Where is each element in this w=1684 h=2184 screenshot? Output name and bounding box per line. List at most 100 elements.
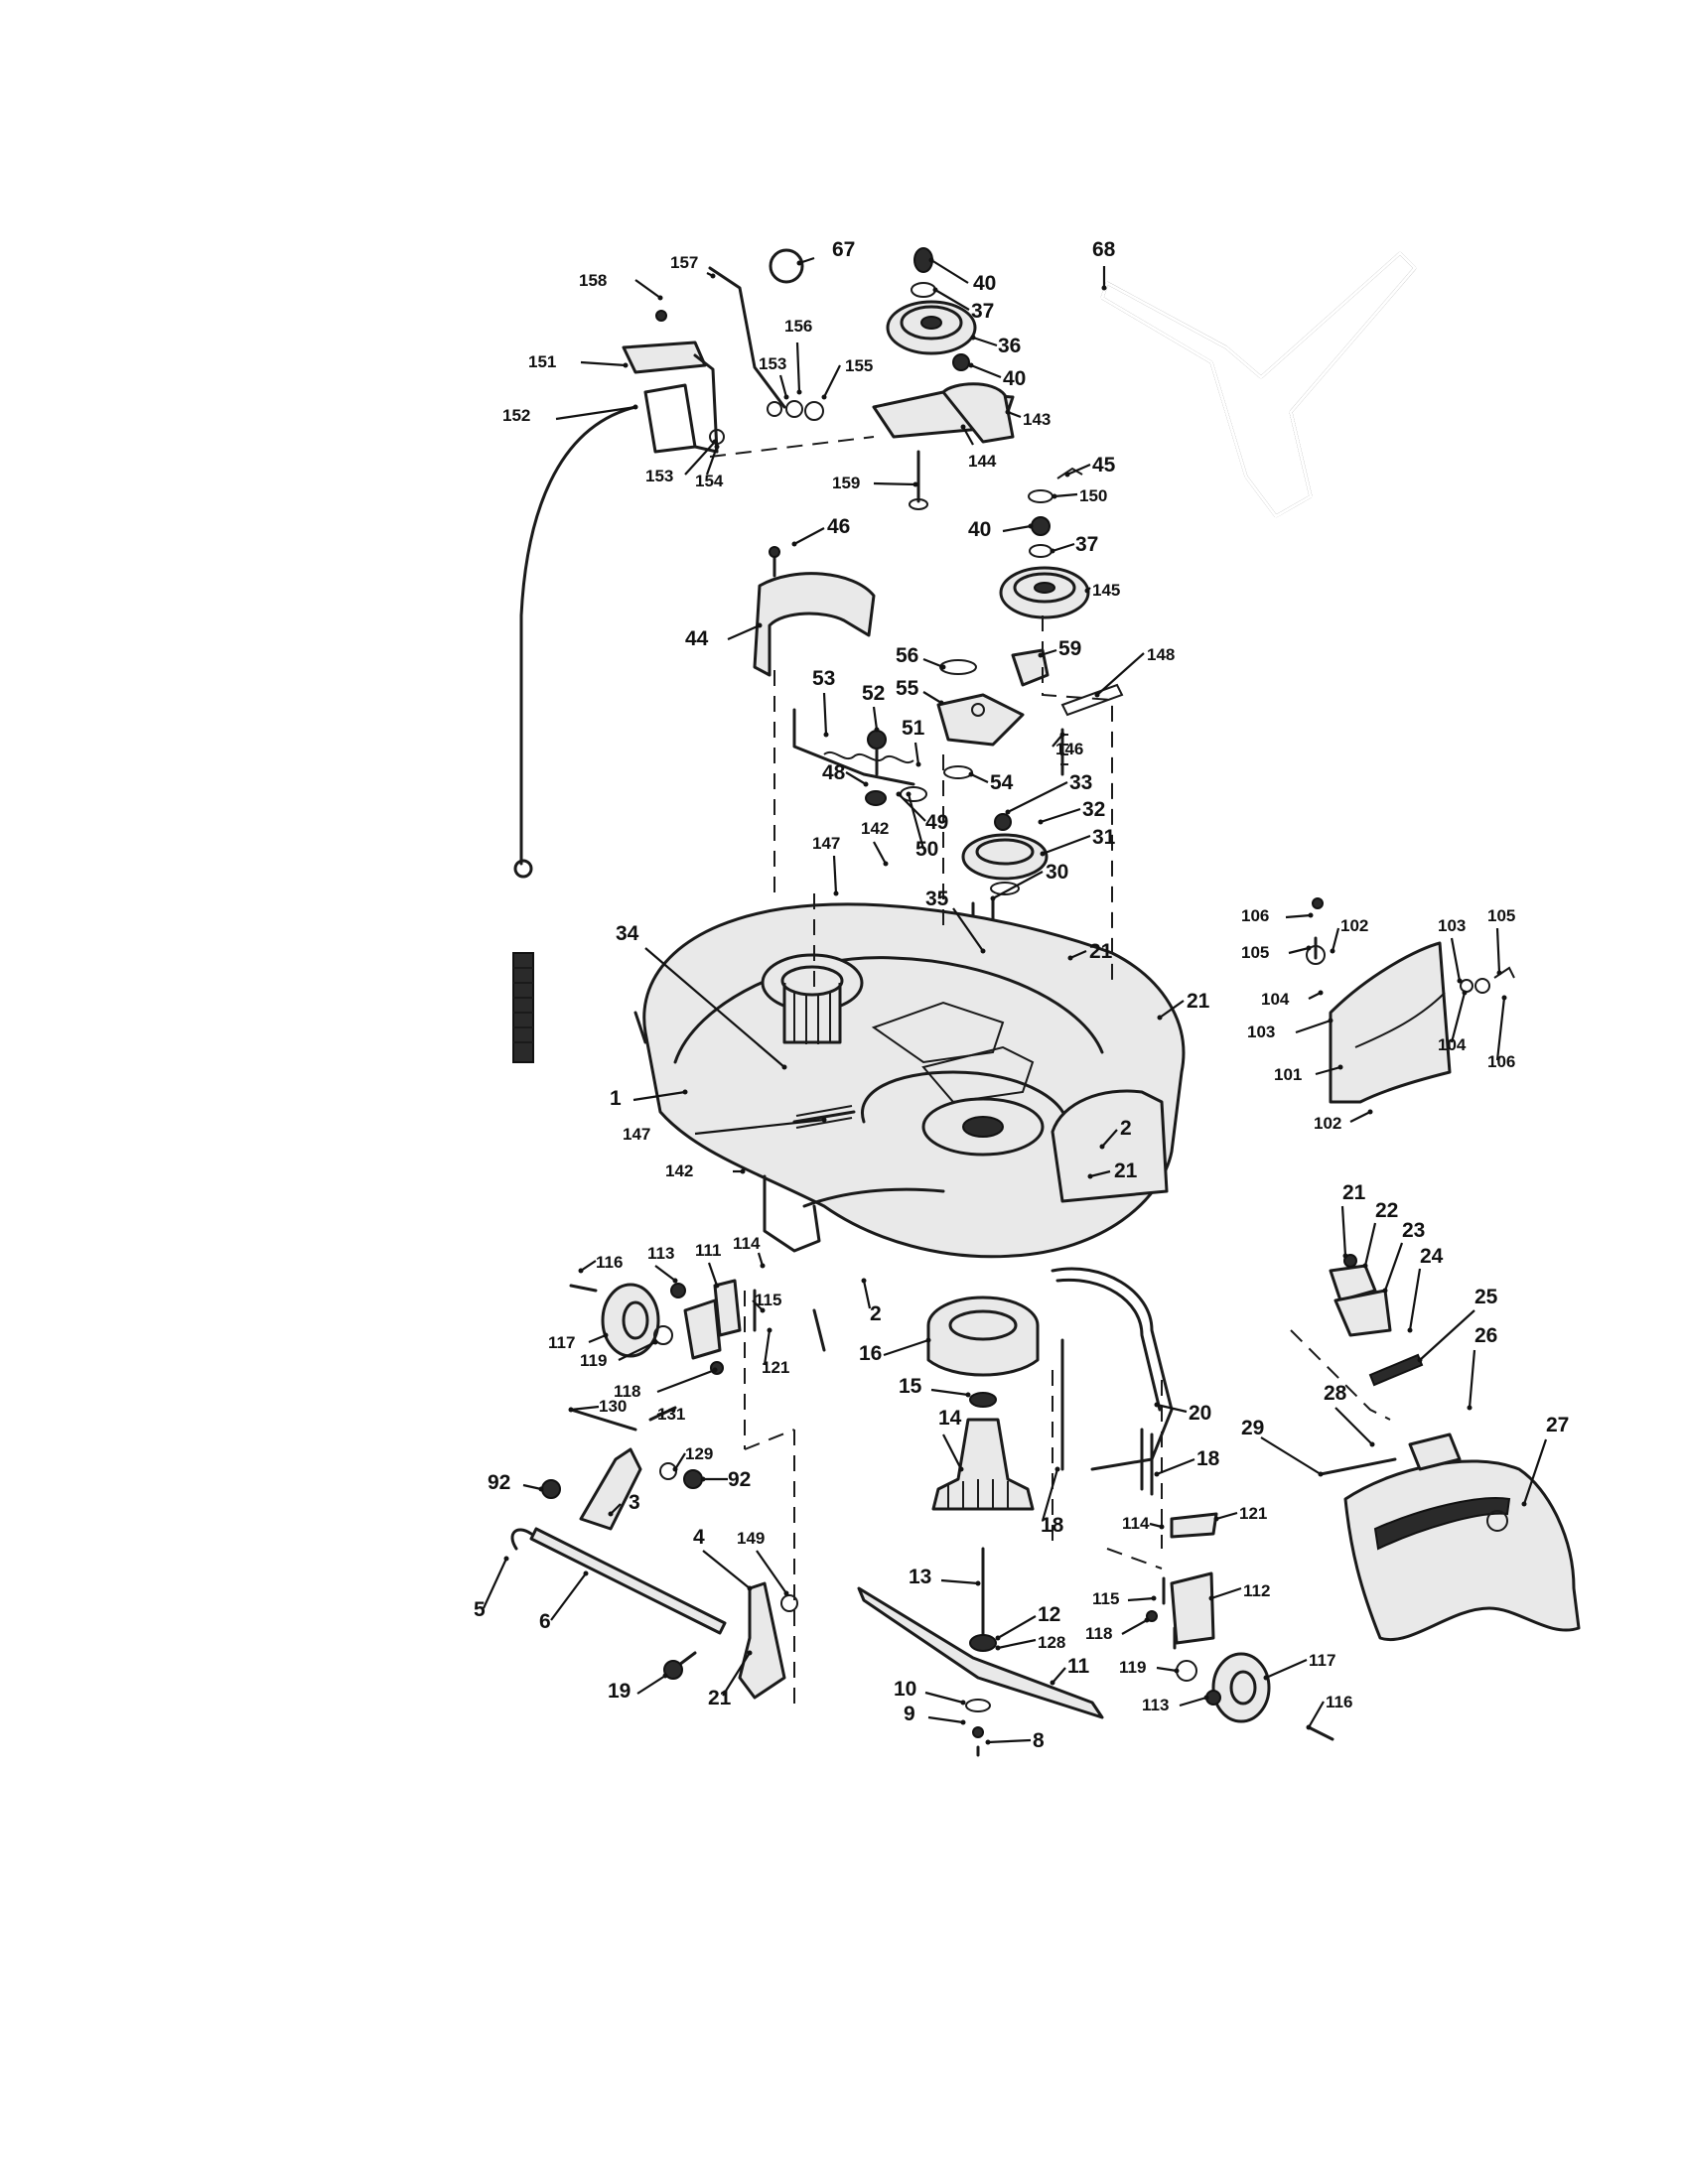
leader-point <box>1028 523 1034 529</box>
callout-number: 155 <box>845 356 873 375</box>
leader-point <box>1144 1617 1150 1623</box>
leader-line <box>1349 1111 1371 1123</box>
callout-151: 151 <box>528 352 629 371</box>
callout-45: 45 <box>1064 454 1116 478</box>
leader-point <box>975 1580 981 1586</box>
leader-line <box>674 1452 686 1470</box>
callout-number: 128 <box>1038 1633 1065 1652</box>
callout-number: 54 <box>990 771 1014 794</box>
callout-49: 49 <box>896 791 948 834</box>
callout-number: 118 <box>614 1382 640 1401</box>
leader-line <box>992 871 1044 899</box>
callout-number: 121 <box>1239 1504 1267 1523</box>
leader-line <box>1315 1065 1341 1076</box>
leader-line <box>702 1550 751 1589</box>
callout-29: 29 <box>1241 1417 1324 1477</box>
leader-line <box>1156 1403 1188 1414</box>
callout-number: 112 <box>1243 1581 1270 1600</box>
leader-point <box>608 1511 614 1517</box>
callout-number: 111 <box>695 1241 722 1260</box>
leader-point <box>938 700 944 706</box>
callout-number: 101 <box>1274 1065 1302 1084</box>
callout-number: 156 <box>784 317 812 336</box>
leader-line <box>862 1280 872 1309</box>
leader-line <box>654 1265 676 1282</box>
callout-number: 21 <box>708 1687 732 1709</box>
leader-line <box>756 1550 787 1594</box>
callout-number: 119 <box>580 1351 607 1370</box>
leader-line <box>1159 1000 1185 1019</box>
leader-point <box>1306 1724 1312 1730</box>
right-gauge-wheel <box>1146 1512 1334 1741</box>
leader-line <box>1007 781 1068 813</box>
callout-106a: 106 <box>1241 906 1314 925</box>
callout-number: 153 <box>759 354 786 373</box>
callout-10: 10 <box>894 1678 966 1706</box>
artwork <box>510 247 1581 1757</box>
leader-line <box>1002 524 1032 533</box>
callout-37b: 37 <box>1050 533 1098 556</box>
callout-103b: 103 <box>1247 1018 1333 1041</box>
leader-line <box>1089 1169 1111 1178</box>
callout-131: 131 <box>656 1405 685 1424</box>
idler-pulley-upper <box>872 247 1015 510</box>
callout-number: 113 <box>647 1244 674 1263</box>
callout-number: 142 <box>861 819 889 838</box>
leader-line <box>1052 1667 1066 1684</box>
leader-line <box>634 279 661 299</box>
callout-number: 14 <box>938 1407 962 1430</box>
callout-21c: 21 <box>1087 1160 1138 1182</box>
leader-line <box>1121 1619 1148 1635</box>
callout-number: 119 <box>1119 1658 1146 1677</box>
callout-46: 46 <box>791 515 850 547</box>
callout-number: 102 <box>1314 1114 1341 1133</box>
callout-129: 129 <box>672 1444 713 1472</box>
leader-point <box>1151 1595 1157 1601</box>
leader-line <box>1285 913 1312 919</box>
callout-113b: 113 <box>1142 1695 1209 1714</box>
leader-line <box>940 1578 979 1585</box>
callout-121b: 121 <box>1213 1504 1267 1523</box>
callout-21e: 21 <box>708 1650 753 1709</box>
callout-number: 21 <box>1342 1181 1366 1204</box>
leader-point <box>1087 1173 1093 1179</box>
callout-number: 53 <box>812 667 835 690</box>
callout-number: 2 <box>870 1302 882 1325</box>
leader-line <box>913 742 920 765</box>
leader-line <box>793 527 825 545</box>
mower-deck-housing <box>633 902 1186 1259</box>
leader-point <box>682 1089 688 1095</box>
leader-point <box>985 1739 991 1745</box>
leader-line <box>1265 1658 1308 1680</box>
callout-149: 149 <box>737 1529 789 1596</box>
callout-number: 113 <box>1142 1696 1169 1714</box>
leader-point <box>1052 493 1057 499</box>
callout-number: 147 <box>623 1125 650 1144</box>
callout-111: 111 <box>695 1241 722 1289</box>
callout-54: 54 <box>968 771 1014 794</box>
callout-117a: 117 <box>548 1332 609 1352</box>
leader-line <box>1215 1511 1238 1521</box>
leader-point <box>796 260 802 266</box>
callout-number: 50 <box>915 838 938 861</box>
callout-115b: 115 <box>1092 1589 1157 1608</box>
callout-147a: 147 <box>812 834 840 896</box>
callout-145: 145 <box>1084 581 1120 600</box>
leader-point <box>960 424 966 430</box>
leader-line <box>1040 807 1081 824</box>
callout-number: 159 <box>832 474 860 492</box>
leader-line <box>922 657 944 669</box>
leader-line <box>763 1329 772 1366</box>
callout-40c: 40 <box>968 518 1034 541</box>
callout-number: 158 <box>579 271 607 290</box>
callout-number: 130 <box>599 1397 627 1416</box>
callout-115a: 115 <box>752 1291 781 1313</box>
leader-point <box>1342 1253 1348 1259</box>
leader-point <box>965 1392 971 1398</box>
leader-point <box>583 1570 589 1576</box>
callout-number: 146 <box>1055 740 1083 758</box>
callout-147b: 147 <box>623 1117 827 1144</box>
callout-24: 24 <box>1407 1245 1444 1333</box>
